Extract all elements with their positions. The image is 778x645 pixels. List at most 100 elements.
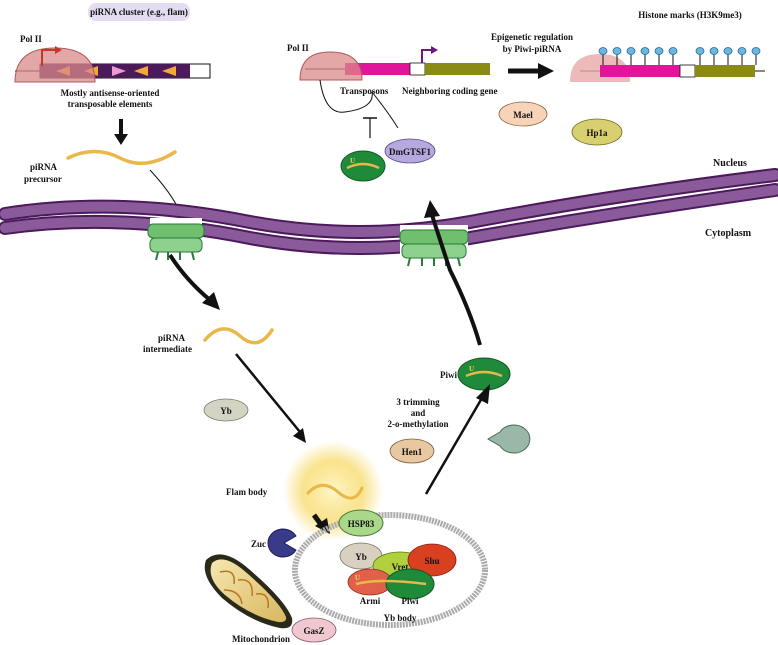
gasz-protein bbox=[291, 617, 337, 643]
yb-body-outline bbox=[292, 512, 488, 628]
gasz-label: GasZ bbox=[303, 626, 324, 636]
h3k9me3-mark bbox=[654, 47, 664, 55]
te-arrow bbox=[162, 66, 176, 76]
piwi-maturation-group: U Piwi 3 trimming and 2-o-methylation He… bbox=[388, 357, 531, 495]
pore-top-right bbox=[399, 229, 469, 245]
hen1-protein bbox=[389, 438, 435, 464]
hp1a-protein bbox=[571, 118, 623, 146]
flam-body-pirna bbox=[306, 483, 364, 500]
zuc-label: Zuc bbox=[251, 539, 266, 549]
mael-label: Mael bbox=[513, 110, 533, 120]
pirna-intermediate-strand bbox=[203, 327, 274, 345]
nuclear-envelope: Nucleus Cytoplasm bbox=[0, 158, 778, 259]
h3k9me3-marks bbox=[598, 47, 761, 65]
trim-label-1: 3 trimming bbox=[396, 397, 440, 407]
pore-bottom-left bbox=[149, 237, 203, 253]
nuclear-piwi bbox=[340, 150, 386, 182]
cluster-desc-1: Mostly antisense-oriented bbox=[61, 88, 160, 98]
locus-gap bbox=[409, 62, 426, 76]
yb-free-protein bbox=[203, 398, 249, 422]
export-arrowhead bbox=[202, 292, 220, 310]
cluster-desc-2: transposable elements bbox=[68, 99, 153, 109]
pol2-right-label: Pol II bbox=[287, 43, 309, 53]
pol2-left-label: Pol II bbox=[20, 34, 42, 44]
h3k9me3-mark bbox=[598, 47, 608, 55]
mature-piwi bbox=[457, 357, 511, 391]
shu-protein bbox=[407, 543, 457, 577]
pore-filaments-right bbox=[407, 257, 461, 267]
pol2-right-blob bbox=[299, 51, 363, 81]
piwi-mature-label: Piwi bbox=[440, 370, 457, 380]
pore-top-left bbox=[147, 223, 205, 239]
h3k9me3-mark bbox=[723, 47, 733, 55]
h3k9me3-mark bbox=[709, 47, 719, 55]
flam-down-arrowhead bbox=[315, 518, 330, 534]
h3k9me3-mark bbox=[668, 47, 678, 55]
pore-bottom-right bbox=[401, 243, 467, 259]
tss-arrow-left bbox=[41, 49, 56, 66]
hen1-label: Hen1 bbox=[402, 447, 423, 457]
tss-arrow-right bbox=[421, 49, 432, 63]
shu-label: Shu bbox=[424, 556, 439, 566]
intermediate-label-2: intermediate bbox=[143, 344, 192, 354]
hsp83-label: HSP83 bbox=[348, 519, 375, 529]
histone-marks-label: Histone marks (H3K9me3) bbox=[638, 10, 742, 20]
inner-membrane-fill bbox=[0, 185, 778, 253]
nuclear-factors-group: Mael Hp1a U DmGTSF1 bbox=[340, 101, 623, 182]
cluster-label: piRNA cluster (e.g., flam) bbox=[90, 7, 188, 17]
flam-body-label: Flam body bbox=[226, 487, 268, 497]
to-piwi-arrowhead bbox=[476, 384, 490, 404]
cluster-label-box bbox=[88, 3, 190, 21]
import-arrow bbox=[430, 214, 482, 346]
precursor-label-1: piRNA bbox=[30, 162, 58, 172]
silenced-gap bbox=[679, 64, 696, 78]
dmgtsf1-protein bbox=[384, 138, 436, 164]
mito-matrix bbox=[210, 559, 287, 623]
h3k9me3-mark bbox=[751, 47, 761, 55]
mature-piwi-pirna bbox=[465, 370, 503, 378]
hp1a-label: Hp1a bbox=[586, 128, 608, 138]
tss-arrowhead-left bbox=[55, 46, 62, 54]
nuclear-pore-right bbox=[399, 229, 469, 267]
to-piwi-arrow bbox=[424, 397, 484, 495]
coding-gene-segment bbox=[425, 63, 490, 75]
to-flam-arrow bbox=[235, 353, 301, 433]
cytoplasm-label: Cytoplasm bbox=[705, 228, 752, 239]
epigenetic-regulation-group: Epigenetic regulation by Piwi-piRNA bbox=[491, 32, 573, 79]
piwi-in-body-label: Piwi bbox=[402, 596, 419, 606]
down-arrowhead-1 bbox=[114, 134, 128, 145]
zuc-pacman bbox=[267, 528, 297, 558]
epi-arrowhead bbox=[538, 63, 554, 79]
nascent-transcript bbox=[319, 79, 399, 129]
vret-label: Vret bbox=[392, 562, 409, 572]
nuclear-piwi-u: U bbox=[350, 157, 355, 165]
mature-piwi-u: U bbox=[469, 365, 474, 373]
pore-filaments-left bbox=[155, 251, 195, 261]
h3k9me3-mark bbox=[737, 47, 747, 55]
yb-in-body-label: Yb bbox=[355, 552, 367, 562]
nuclear-piwi-pirna bbox=[346, 162, 380, 170]
pirna-precursor-strand bbox=[66, 149, 177, 165]
mito-cristae bbox=[219, 570, 269, 609]
tss-arrowhead-right bbox=[431, 46, 438, 54]
mitochondrion-label: Mitochondrion bbox=[232, 634, 290, 644]
nuclear-pore-left bbox=[147, 223, 205, 261]
transposon-locus-group: Pol II Transposons Neighboring coding ge… bbox=[287, 43, 498, 138]
silenced-transposon bbox=[600, 65, 680, 77]
nucleus-label: Nucleus bbox=[713, 158, 747, 169]
mael-protein bbox=[498, 101, 548, 127]
histone-marks-group: Histone marks (H3K9me3) bbox=[570, 10, 765, 82]
yb-free-label: Yb bbox=[220, 406, 232, 416]
h3k9me3-mark bbox=[612, 47, 622, 55]
neighboring-gene-label: Neighboring coding gene bbox=[402, 86, 498, 96]
pirna-intermediate-group: piRNA intermediate bbox=[143, 327, 306, 443]
precursor-label-2: precursor bbox=[24, 174, 62, 184]
to-flam-arrowhead bbox=[293, 428, 306, 443]
silenced-gene bbox=[695, 65, 755, 77]
dmgtsf1-label: DmGTSF1 bbox=[389, 147, 432, 157]
yb-body-label: Yb body bbox=[384, 613, 417, 623]
trim-label-2: and bbox=[411, 408, 426, 418]
armi-u: U bbox=[355, 574, 360, 582]
